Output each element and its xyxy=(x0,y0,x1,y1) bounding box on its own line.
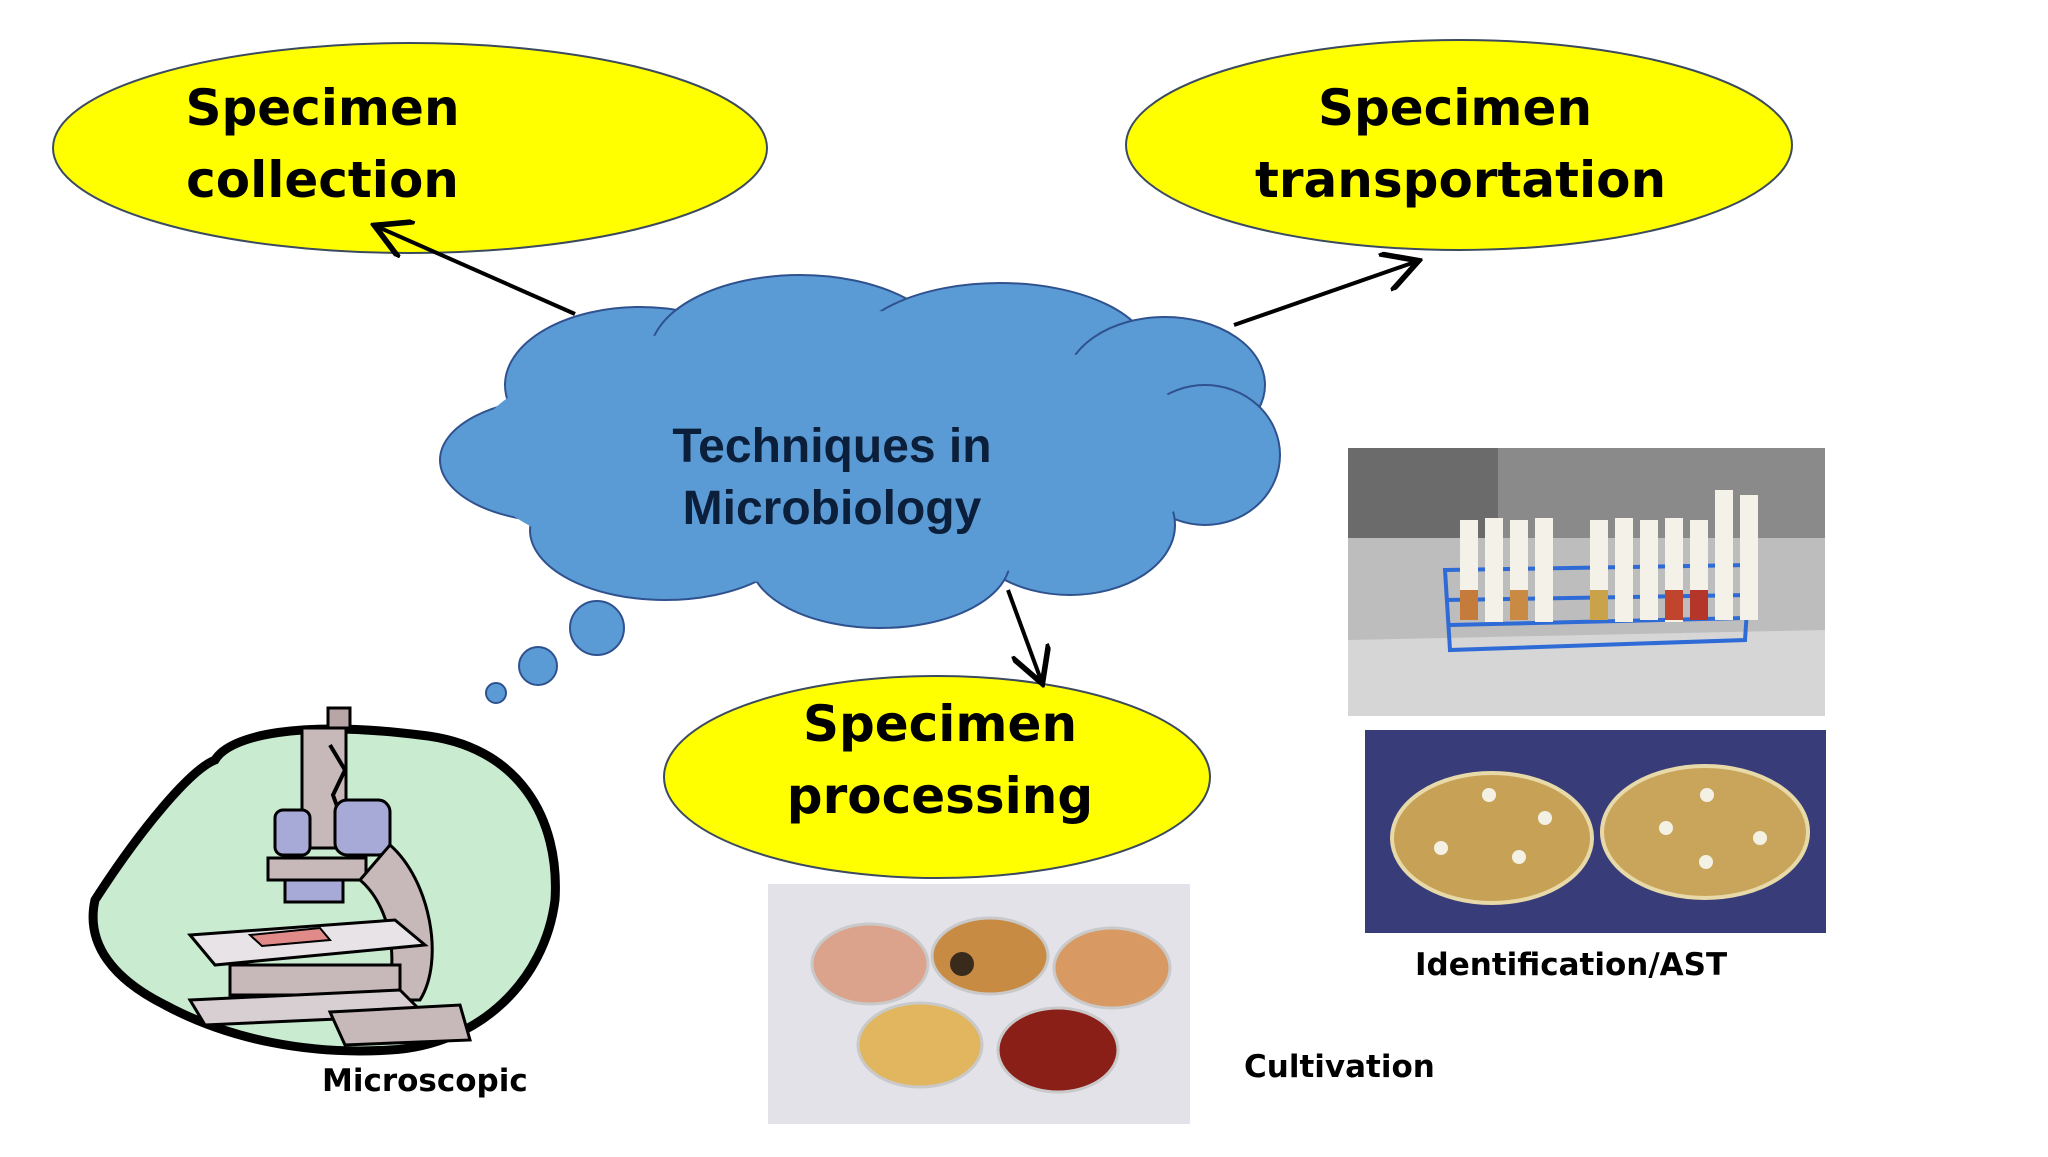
thought-bubbles xyxy=(485,600,625,704)
ast-petri-dish-photo xyxy=(1365,730,1826,933)
center-title: Techniques in Microbiology xyxy=(632,416,1032,540)
test-tube-rack-photo xyxy=(1348,448,1825,716)
processing-line1: Specimen xyxy=(802,695,1078,753)
center-title-line1: Techniques in xyxy=(672,420,992,473)
arrow-to-processing xyxy=(1006,589,1041,680)
culture-plates-photo xyxy=(768,884,1190,1124)
transportation-ellipse xyxy=(1125,39,1793,251)
microscopic-caption: Microscopic xyxy=(322,1063,528,1099)
transportation-line1: Specimen xyxy=(1317,79,1593,137)
transportation-label: Specimen transportation xyxy=(1255,72,1667,216)
thought-cloud xyxy=(439,274,1281,629)
processing-ellipse xyxy=(663,675,1211,879)
arrow-to-transportation xyxy=(1233,262,1415,327)
cultivation-caption: Cultivation xyxy=(1244,1049,1435,1085)
processing-line2: processing xyxy=(786,767,1094,825)
transportation-line2: transportation xyxy=(1255,151,1667,209)
center-title-line2: Microbiology xyxy=(682,482,982,535)
arrow-to-collection xyxy=(378,227,576,316)
identification-caption: Identification/AST xyxy=(1415,947,1728,983)
collection-line1: Specimen xyxy=(185,79,460,137)
collection-line2: collection xyxy=(186,151,459,209)
collection-label: Specimen collection xyxy=(150,72,495,216)
microscope-clipart-icon xyxy=(88,706,560,1056)
processing-label: Specimen processing xyxy=(780,688,1100,832)
